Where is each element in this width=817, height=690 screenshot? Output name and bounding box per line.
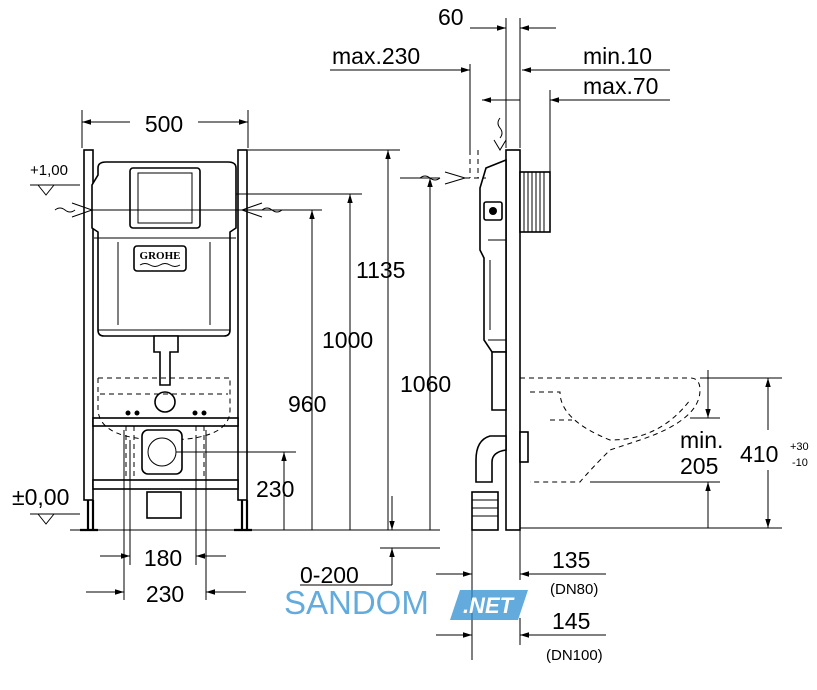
watermark: SANDOM .NET [284,584,528,621]
drain-outlet [154,391,176,413]
side-cistern-details [488,239,506,341]
watermark-badge-text: .NET [463,593,515,618]
side-valve-hole [489,207,497,215]
dim-1060-label: 1060 [400,371,451,397]
dim-410-label: 410 [740,441,778,467]
dim-145-label: 145 [552,608,590,634]
frame-mid-bar [92,417,239,427]
side-cistern [479,158,507,353]
dim-60-label: 60 [438,4,464,30]
dim-230-horizontal-label: 230 [146,581,184,607]
side-drain-ribs [472,499,498,517]
side-frame [505,149,521,531]
dim-205-label: 205 [680,453,718,479]
left-foot [80,500,98,532]
dim-max230-label: max.230 [332,43,420,69]
side-view [419,117,701,531]
flush-plate-outer [129,167,201,229]
drain-pipe [153,335,179,386]
side-drain-outlet [471,491,499,531]
level-top-label: +1,00 [30,162,68,179]
dim-500-label: 500 [145,111,183,137]
mounting-bolts [125,410,207,416]
side-drain-elbow [475,435,507,483]
level-floor-label: ±0,00 [12,484,69,510]
level-floor-symbol [30,513,80,525]
dim-0-200-label: 0-200 [300,562,359,588]
dim-500-extensions [81,110,249,148]
dim-205-extensions [590,417,720,483]
product-logo: GROHE [140,250,181,262]
dim-60-extensions [505,18,521,148]
dim-1135-label: 1135 [356,257,405,283]
dim-410-tolerance-minus: -10 [792,457,808,469]
logo-badge [133,245,187,272]
right-foot [234,500,252,532]
dim-180-extensions [129,440,197,565]
cistern-shelf [94,237,236,331]
watermark-text: SANDOM [284,584,429,621]
dim-230-vertical-label: 230 [256,476,294,502]
side-bowl-dashed [520,377,701,483]
dim-135-label: 135 [552,547,590,573]
outlet-bottom [146,491,182,519]
flush-fitting [519,171,551,233]
dim-180-label: 180 [144,545,182,571]
dim-min-label: min. [680,427,723,453]
dim-960-label: 960 [288,391,326,417]
dim-410-tolerance-plus: +30 [790,441,809,453]
bolt-studs [125,426,205,480]
right-frame-post [237,149,248,501]
dim-max70-label: max.70 [583,73,658,99]
top-water-symbol [493,117,507,151]
side-dimensions: 60 max.230 min.10 max.70 1060 min. 205 4… [330,4,809,664]
dim-230b-extensions [123,430,207,600]
side-connector-stub [519,431,529,463]
cistern-ribs [117,242,211,325]
front-dimensions: 500 +1,00 ±0,00 1135 1000 960 230 180 2 [12,110,440,607]
watermark-badge [450,590,528,620]
dim-1000-label: 1000 [322,327,373,353]
dim-min10-label: min.10 [583,43,652,69]
flush-fitting-threads [523,172,545,232]
level-top-symbol [30,184,80,196]
flush-plate-inner [137,172,193,224]
side-drain-pipe [491,351,507,411]
frame-bottom-bar [92,479,239,490]
dn100-label: (DN100) [546,647,603,664]
side-inlet-pipe-dashed [465,150,486,179]
logo-waves [139,263,181,267]
dn80-label: (DN80) [550,581,598,598]
front-view: GROHE [54,149,283,532]
